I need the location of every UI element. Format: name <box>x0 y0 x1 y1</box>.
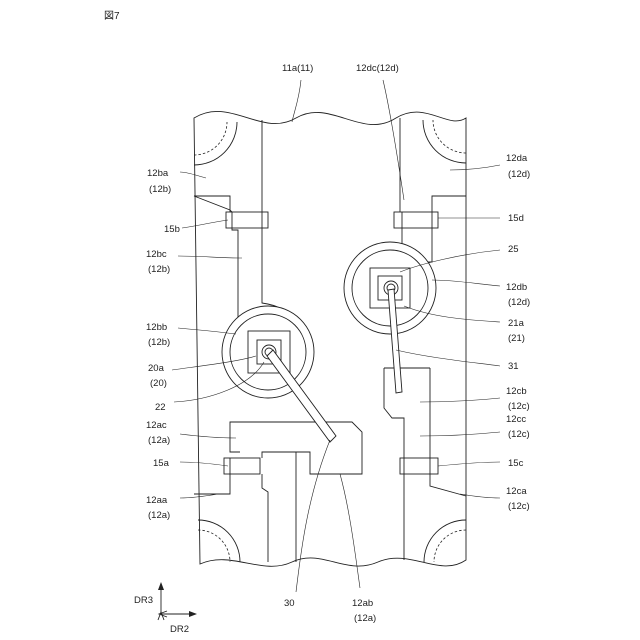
label-12cb: 12cb <box>506 386 527 397</box>
leader-12ba <box>180 172 206 178</box>
label-12ab-paren: (12a) <box>354 613 376 624</box>
leader-12cc <box>420 432 500 436</box>
label-15d: 15d <box>508 213 524 224</box>
label-25: 25 <box>508 244 519 255</box>
label-12ab: 12ab <box>352 598 373 609</box>
leader-12ac <box>180 434 236 438</box>
dr3-arrowhead <box>158 582 164 590</box>
label-12ac: 12ac <box>146 420 167 431</box>
label-22: 22 <box>155 402 166 413</box>
corner-arc-top-right <box>423 120 466 163</box>
leader-12cb <box>420 398 500 402</box>
pad-15d <box>394 212 438 228</box>
label-12cc: 12cc <box>506 414 526 425</box>
corner-dash-bottom-left <box>198 530 230 562</box>
pattern-12a-inner <box>230 440 240 452</box>
label-15b: 15b <box>164 224 180 235</box>
label-12cb-paren: (12c) <box>508 401 530 412</box>
corner-arc-top-left <box>194 122 237 165</box>
pattern-12aa-edge <box>194 474 268 562</box>
direction-indicator: DR3 DR2 <box>134 582 197 635</box>
label-12aa: 12aa <box>146 495 168 506</box>
label-11a: 11a(11) <box>282 63 313 74</box>
label-12bc: 12bc <box>146 249 167 260</box>
label-15a: 15a <box>153 458 170 469</box>
leader-12dc <box>383 80 404 200</box>
element-20a-outer-ring <box>222 306 314 398</box>
label-12ba-paren: (12b) <box>149 184 171 195</box>
label-12ca-paren: (12c) <box>508 501 530 512</box>
pad-15c <box>400 458 438 474</box>
label-12ba: 12ba <box>147 168 169 179</box>
dr2-arrowhead <box>189 611 197 617</box>
label-dr3: DR3 <box>134 595 153 606</box>
leader-15b <box>182 220 228 228</box>
pattern-12c-lower <box>404 474 466 560</box>
label-21a-paren: (21) <box>508 333 525 344</box>
leader-12da <box>450 165 500 170</box>
leader-12ab <box>340 474 360 588</box>
label-12bc-paren: (12b) <box>148 264 170 275</box>
corner-arc-bottom-right <box>424 520 466 562</box>
label-31: 31 <box>508 361 519 372</box>
label-12dc: 12dc(12d) <box>356 63 399 74</box>
label-12da: 12da <box>506 153 528 164</box>
label-12bb-paren: (12b) <box>148 337 170 348</box>
label-21a: 21a <box>508 318 525 329</box>
label-12ca: 12ca <box>506 486 527 497</box>
label-12db-paren: (12d) <box>508 297 530 308</box>
label-12aa-paren: (12a) <box>148 510 170 521</box>
corner-dash-bottom-right <box>434 530 466 562</box>
label-12cc-paren: (12c) <box>508 429 530 440</box>
pattern-12d-right-edge <box>432 196 466 212</box>
pad-15a <box>224 458 260 474</box>
label-20a-paren: (20) <box>150 378 167 389</box>
label-12bb: 12bb <box>146 322 167 333</box>
corner-dash-top-right <box>433 120 466 153</box>
label-30: 30 <box>284 598 295 609</box>
leader-15a <box>180 462 228 466</box>
figure-title: 図7 <box>104 10 120 22</box>
leader-12bc <box>178 256 242 258</box>
label-dr2: DR2 <box>170 624 189 635</box>
corner-dash-top-left <box>194 122 227 155</box>
label-12db: 12db <box>506 282 527 293</box>
label-12ac-paren: (12a) <box>148 435 170 446</box>
pattern-12c-outline <box>384 368 430 458</box>
label-12da-paren: (12d) <box>508 169 530 180</box>
label-15c: 15c <box>508 458 524 469</box>
leader-30 <box>296 440 330 592</box>
label-20a: 20a <box>148 363 165 374</box>
corner-arc-bottom-left <box>198 520 240 562</box>
leader-15c <box>438 462 500 466</box>
leader-31 <box>396 350 500 366</box>
